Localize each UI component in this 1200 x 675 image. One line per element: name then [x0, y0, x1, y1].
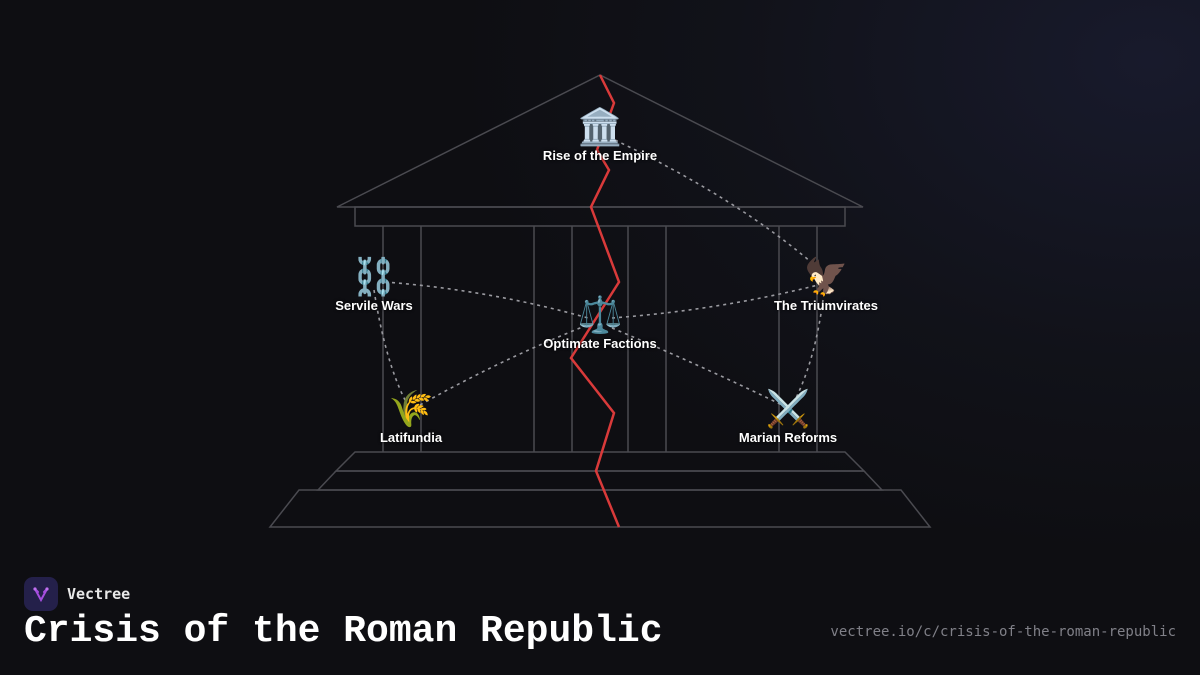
node-label: Marian Reforms	[738, 430, 838, 445]
node-optimate-factions[interactable]: ⚖️ Optimate Factions	[543, 295, 656, 353]
edge-latifundia-optimate	[419, 325, 586, 406]
brand-name: Vectree	[67, 585, 131, 603]
crack-line	[569, 74, 621, 528]
node-label: The Triumvirates	[773, 298, 879, 313]
temple-columns	[382, 226, 818, 452]
temple-base	[268, 489, 932, 528]
node-label: Servile Wars	[335, 298, 413, 313]
brand: Vectree	[24, 577, 130, 611]
scales-icon: ⚖️	[577, 294, 623, 335]
crossed-swords-icon: ⚔️	[765, 388, 811, 429]
temple-entablature	[354, 206, 846, 227]
edge-triumvirates-marian	[794, 299, 824, 401]
classical-building-icon: 🏛️	[577, 106, 623, 147]
page-url[interactable]: vectree.io/c/crisis-of-the-roman-republi…	[830, 624, 1176, 640]
eagle-icon: 🦅	[803, 256, 849, 297]
node-rise-of-the-empire[interactable]: 🏛️ Rise of the Empire	[543, 107, 657, 165]
edges	[373, 139, 824, 406]
node-the-triumvirates[interactable]: 🦅 The Triumvirates	[774, 257, 878, 315]
node-servile-wars[interactable]: ⛓️ Servile Wars	[335, 257, 413, 315]
edge-optimate-triumvirates	[611, 284, 819, 319]
vectree-logo-icon	[24, 577, 58, 611]
node-latifundia[interactable]: 🌾 Latifundia	[380, 389, 442, 447]
node-label: Optimate Factions	[543, 336, 657, 351]
page-title: Crisis of the Roman Republic	[24, 610, 663, 653]
chains-icon: ⛓️	[351, 256, 397, 297]
node-marian-reforms[interactable]: ⚔️ Marian Reforms	[739, 389, 837, 447]
edge-servile-latifundia	[373, 289, 406, 401]
node-label: Rise of the Empire	[542, 148, 658, 163]
node-label: Latifundia	[379, 430, 443, 445]
wheat-icon: 🌾	[388, 388, 434, 429]
temple-outline	[268, 74, 932, 528]
edge-optimate-marian	[611, 327, 783, 406]
